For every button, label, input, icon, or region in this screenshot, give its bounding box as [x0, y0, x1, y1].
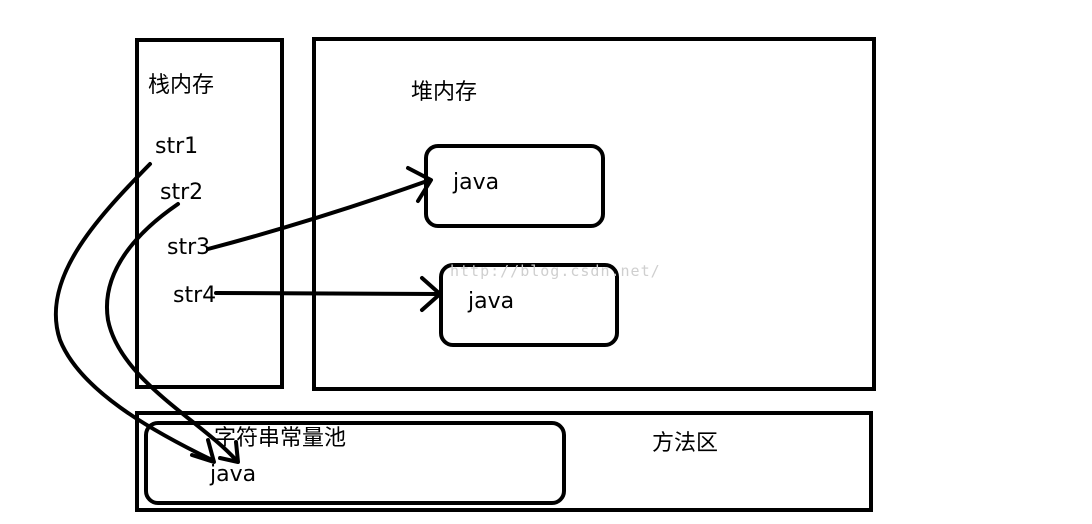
- method-area-title: 方法区: [652, 431, 719, 456]
- heap-object-1-value: java: [453, 170, 500, 195]
- heap-object-2-value: java: [468, 289, 515, 314]
- heap-memory-title: 堆内存: [411, 80, 478, 105]
- stack-var-str4: str4: [173, 283, 217, 308]
- string-constant-pool: [144, 421, 566, 505]
- stack-var-str2: str2: [160, 180, 204, 205]
- heap-object-1: [424, 144, 605, 228]
- stack-memory-title: 栈内存: [148, 73, 215, 98]
- string-constant-pool-value: java: [210, 462, 257, 487]
- stack-var-str1: str1: [155, 134, 199, 159]
- watermark-text: http://blog.csdn.net/: [450, 262, 661, 280]
- string-constant-pool-title: 字符串常量池: [214, 426, 347, 451]
- stack-var-str3: str3: [167, 235, 211, 260]
